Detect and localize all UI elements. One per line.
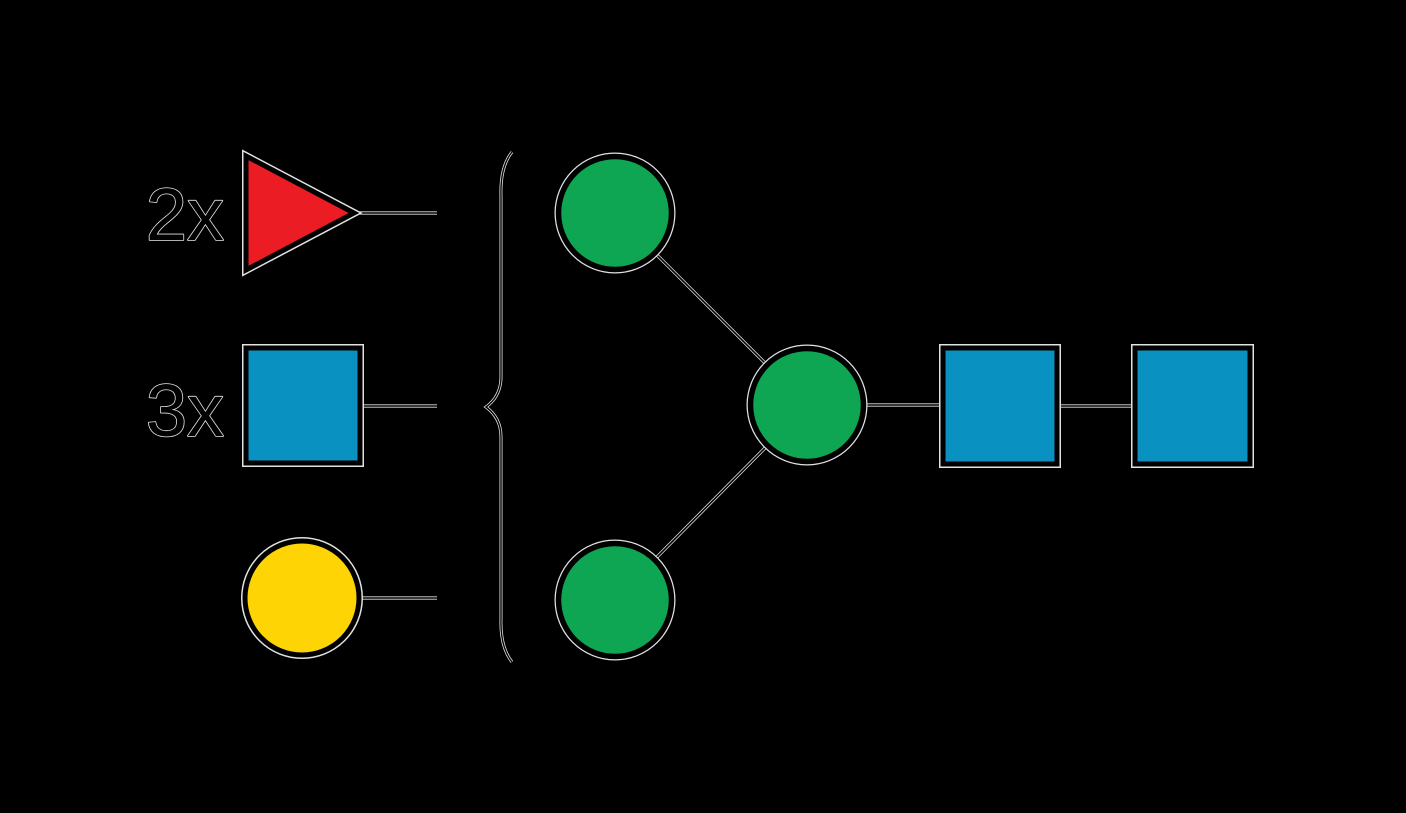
- node-blue-square-end: [1131, 344, 1254, 468]
- blue-square-symbol: [940, 345, 1060, 467]
- link-bottom-to-center: [655, 446, 767, 559]
- link-line: [656, 254, 766, 364]
- green-circle-symbol: [747, 345, 867, 465]
- multiplier-label-blue-square: 3x: [146, 369, 224, 452]
- reactant-row-red-triangle: 2x: [145, 149, 437, 277]
- link-top-to-center: [655, 253, 767, 365]
- left-curly-brace: [484, 151, 513, 663]
- link-line: [656, 447, 766, 558]
- node-green-circle-center: [746, 344, 868, 466]
- blue-square-symbol: [243, 345, 363, 466]
- node-green-circle-bottom: [554, 539, 676, 661]
- reactant-row-yellow-circle: [241, 537, 437, 659]
- green-circle-symbol: [555, 153, 675, 273]
- red-triangle-symbol: [243, 151, 360, 275]
- product-structure: [554, 152, 1254, 661]
- yellow-circle-symbol: [242, 538, 362, 658]
- green-circle-symbol: [555, 540, 675, 660]
- node-blue-square-inner: [939, 344, 1061, 468]
- reactant-row-blue-square: 3x: [145, 344, 437, 467]
- grouping-brace: [483, 151, 514, 663]
- blue-square-symbol: [1132, 345, 1253, 467]
- multiplier-label-red-triangle: 2x: [146, 173, 224, 256]
- node-green-circle-top: [554, 152, 676, 274]
